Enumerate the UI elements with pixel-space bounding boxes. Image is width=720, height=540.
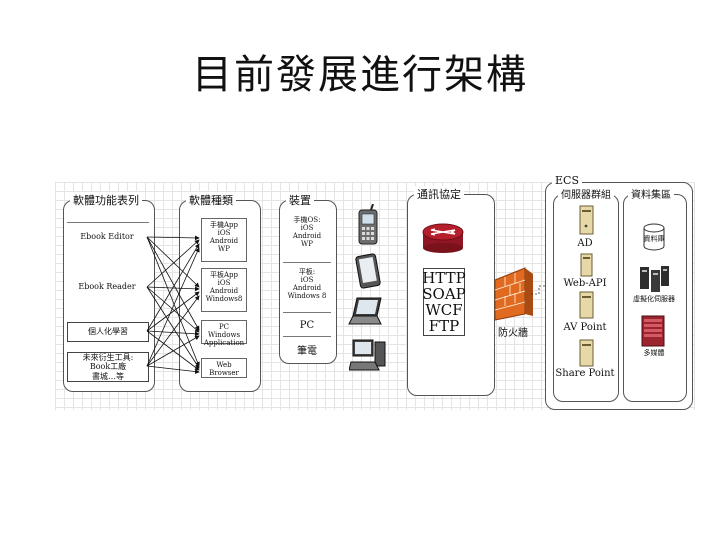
servers-panel-title: 伺服器群組: [558, 186, 614, 201]
devices-divider-2: [283, 312, 331, 313]
devices-divider-3: [283, 336, 331, 337]
architecture-diagram: 軟體功能表列 Ebook Editor Ebook Reader 個人化學習 未…: [55, 174, 695, 410]
page-title: 目前發展進行架構: [192, 52, 528, 98]
virtual-server-label: 虛擬化伺服器: [633, 295, 675, 303]
comms-panel-title: 通訊協定: [414, 186, 464, 202]
virtual-server-icon: [640, 266, 669, 292]
connection-lines: [146, 235, 545, 374]
media-rack-icon: [641, 315, 665, 347]
server-icon: [579, 339, 594, 367]
server-icon: [580, 253, 593, 277]
server-icon: [579, 291, 594, 319]
database-label: 資料庫: [643, 235, 665, 243]
firewall-icon: [494, 267, 533, 321]
devices-panel-title: 裝置: [286, 192, 314, 208]
software-pc-application: PC Windows Application: [201, 320, 247, 347]
server-avpoint-label: AV Point: [563, 322, 607, 333]
protocol-ftp: FTP: [428, 317, 460, 335]
software-tablet-app: 平板App iOS Android Windows8: [201, 268, 247, 312]
protocol-wcf: WCF: [425, 301, 463, 319]
data-panel-title: 資料集區: [628, 186, 674, 201]
device-pc: PC: [299, 320, 315, 331]
server-sharepoint-label: Share Point: [555, 368, 615, 379]
tablet-icon: [355, 253, 381, 289]
devices-divider-1: [283, 262, 331, 263]
device-tablet: 平板: iOS Android Windows 8: [285, 266, 329, 310]
firewall-label: 防火牆: [498, 328, 528, 339]
media-label: 多媒體: [643, 349, 665, 357]
function-ebook-editor: Ebook Editor: [67, 226, 147, 248]
function-ebook-reader: Ebook Reader: [67, 276, 147, 298]
laptop-icon: [348, 297, 382, 325]
server-icon: [579, 205, 594, 235]
device-mobile-os: 手機OS: iOS Android WP: [285, 214, 329, 258]
server-ad-label: AD: [577, 238, 593, 249]
phone-icon: [358, 204, 378, 245]
protocol-http: HTTP: [422, 269, 466, 287]
function-future-tools: 未來衍生工具: Book工廠 書城…等: [67, 352, 149, 382]
protocol-soap: SOAP: [422, 285, 466, 303]
protocols-box: HTTP SOAP WCF FTP: [422, 268, 466, 336]
functions-divider: [67, 222, 149, 223]
server-webapi-label: Web-API: [563, 278, 607, 289]
functions-panel-title: 軟體功能表列: [70, 192, 142, 208]
ecs-panel-title: ECS: [552, 174, 582, 187]
desktop-pc-icon: [349, 339, 386, 371]
device-laptop: 筆電: [297, 346, 317, 357]
database-icon: [643, 223, 665, 251]
software-mobile-app: 手機App iOS Android WP: [201, 218, 247, 262]
software-panel-title: 軟體種類: [186, 192, 236, 208]
software-web-browser: Web Browser: [201, 358, 247, 378]
router-icon: [422, 223, 464, 253]
